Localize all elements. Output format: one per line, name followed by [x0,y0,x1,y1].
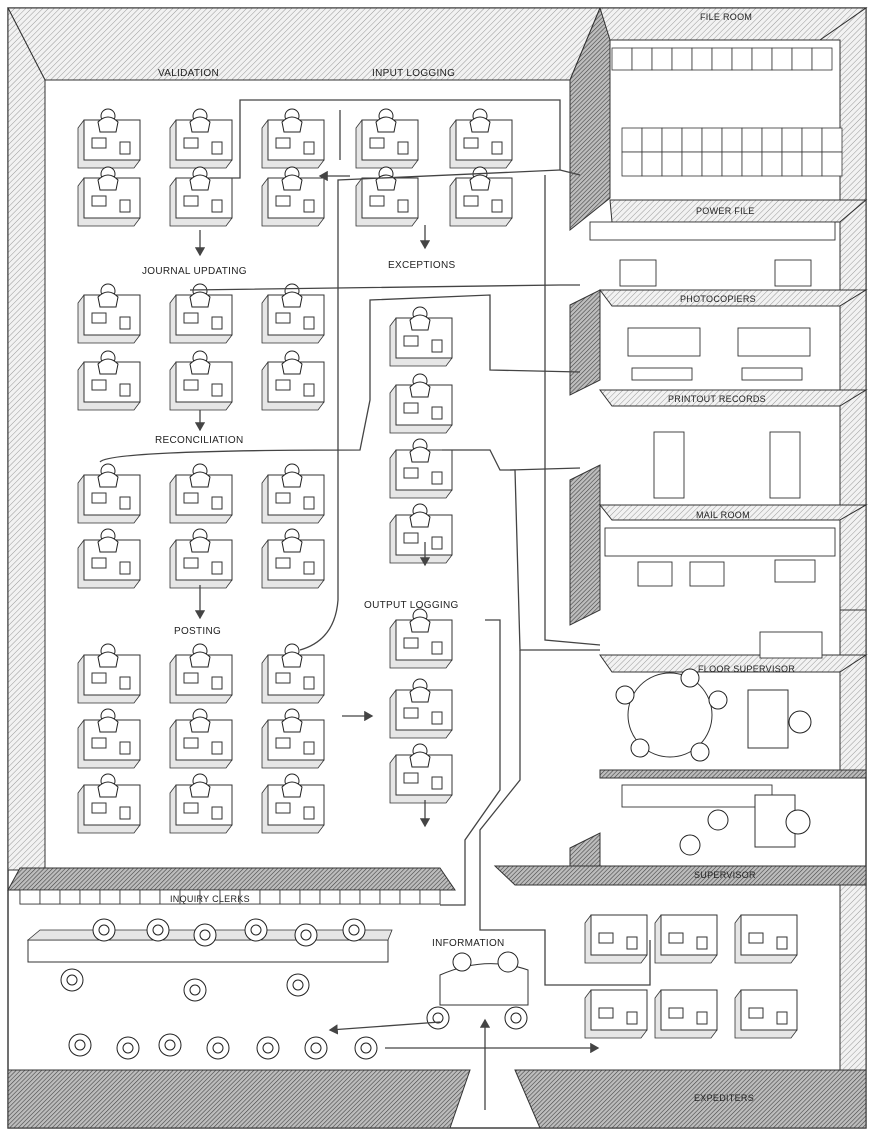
label-output-logging: OUTPUT LOGGING [364,600,459,611]
visitor [305,1037,327,1059]
inquiry-clerk [194,924,216,946]
visitor [117,1037,139,1059]
label-supervisor: SUPERVISOR [694,870,756,880]
west-wall [8,8,45,870]
north-wall [8,8,600,80]
label-printout-records: PRINTOUT RECORDS [668,394,766,404]
desk [655,990,717,1038]
label-power-file: POWER FILE [696,206,755,216]
inquiry-clerk [245,919,267,941]
visitor [69,1034,91,1056]
desk [655,915,717,963]
label-posting: POSTING [174,626,221,637]
label-inquiry-clerks: INQUIRY CLERKS [170,894,250,904]
desk [735,915,797,963]
label-information: INFORMATION [432,938,505,949]
inquiry-clerk [295,924,317,946]
label-photocopiers: PHOTOCOPIERS [680,294,756,304]
label-expediters: EXPEDITERS [694,1093,754,1103]
visitor [287,974,309,996]
label-input-logging: INPUT LOGGING [372,68,455,79]
desk [735,990,797,1038]
visitor [355,1037,377,1059]
label-floor-supervisor: FLOOR SUPERVISOR [698,664,795,674]
label-reconciliation: RECONCILIATION [155,435,243,446]
visitor [207,1037,229,1059]
label-validation: VALIDATION [158,68,219,79]
inquiry-clerk [93,919,115,941]
visitor [184,979,206,1001]
visitor [159,1034,181,1056]
visitor [427,1007,449,1029]
inquiry-clerk [147,919,169,941]
visitor [505,1007,527,1029]
visitor [61,969,83,991]
desk [585,915,647,963]
inquiry-clerk [343,919,365,941]
label-exceptions: EXCEPTIONS [388,260,455,271]
label-journal-updating: JOURNAL UPDATING [142,266,247,277]
label-file-room: FILE ROOM [700,12,752,22]
visitor [257,1037,279,1059]
label-mail-room: MAIL ROOM [696,510,750,520]
desk [585,990,647,1038]
supervisor-area [495,866,866,885]
south-wall [8,1070,470,1128]
